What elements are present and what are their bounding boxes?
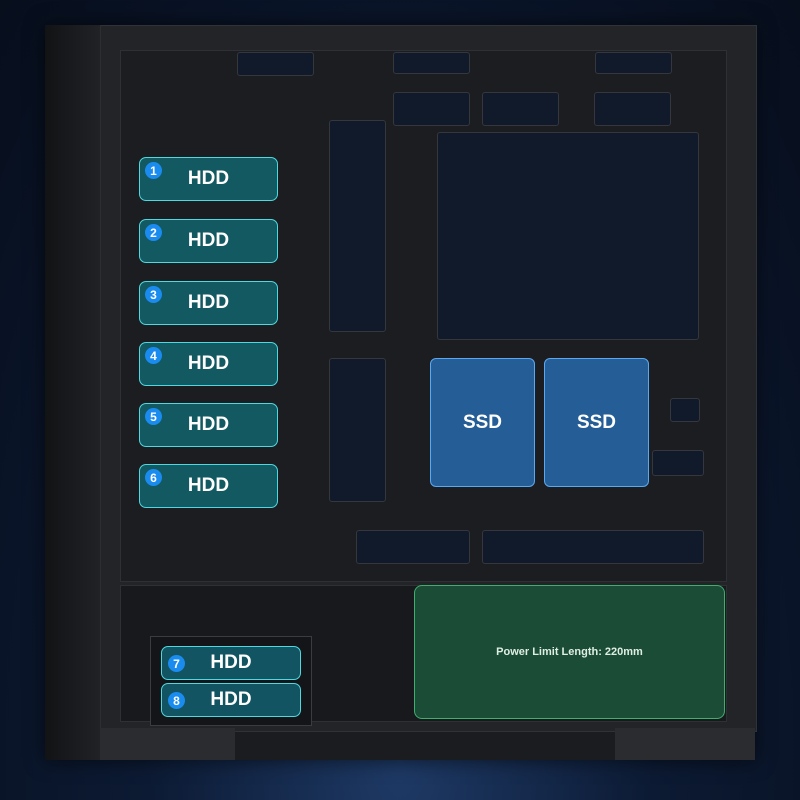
number-badge: 3 xyxy=(145,286,162,303)
number-badge: 6 xyxy=(145,469,162,486)
hdd-label: HDD xyxy=(187,353,230,374)
hdd-bay-3: 3 HDD xyxy=(139,281,278,325)
cable-cutout xyxy=(482,530,704,564)
psu-area: Power Limit Length: 220mm xyxy=(414,585,725,719)
hdd-label: HDD xyxy=(187,475,230,496)
hdd-label: HDD xyxy=(210,689,252,710)
cable-cutout xyxy=(329,358,386,502)
number-badge: 2 xyxy=(145,224,162,241)
psu-length-label: Power Limit Length: 220mm xyxy=(496,646,643,658)
case-foot xyxy=(615,728,755,760)
cutout xyxy=(594,92,671,126)
ssd-bay-2: SSD xyxy=(544,358,649,487)
cutout xyxy=(595,52,672,74)
hdd-label: HDD xyxy=(187,168,230,189)
hdd-bay-6: 6 HDD xyxy=(139,464,278,508)
cutout xyxy=(652,450,704,476)
hdd-label: HDD xyxy=(187,292,230,313)
hdd-label: HDD xyxy=(210,652,252,673)
hdd-label: HDD xyxy=(187,414,230,435)
ssd-label: SSD xyxy=(462,411,503,433)
ssd-bay-1: SSD xyxy=(430,358,535,487)
hdd-bay-5: 5 HDD xyxy=(139,403,278,447)
cable-cutout xyxy=(356,530,470,564)
hdd-bay-2: 2 HDD xyxy=(139,219,278,263)
cutout xyxy=(393,92,470,126)
hdd-bay-7: 7 HDD xyxy=(161,646,301,680)
cutout xyxy=(670,398,700,422)
hdd-bay-4: 4 HDD xyxy=(139,342,278,386)
hdd-bay-1: 1 HDD xyxy=(139,157,278,201)
hdd-bay-8: 8 HDD xyxy=(161,683,301,717)
ssd-label: SSD xyxy=(576,411,617,433)
cutout xyxy=(237,52,314,76)
number-badge: 4 xyxy=(145,347,162,364)
number-badge: 5 xyxy=(145,408,162,425)
cutout xyxy=(393,52,470,74)
front-panel xyxy=(45,25,101,760)
case-foot xyxy=(100,728,235,760)
cutout xyxy=(482,92,559,126)
hdd-label: HDD xyxy=(187,230,230,251)
number-badge: 1 xyxy=(145,162,162,179)
cable-cutout xyxy=(329,120,386,332)
number-badge: 7 xyxy=(168,655,185,672)
cpu-cutout xyxy=(437,132,699,340)
number-badge: 8 xyxy=(168,692,185,709)
